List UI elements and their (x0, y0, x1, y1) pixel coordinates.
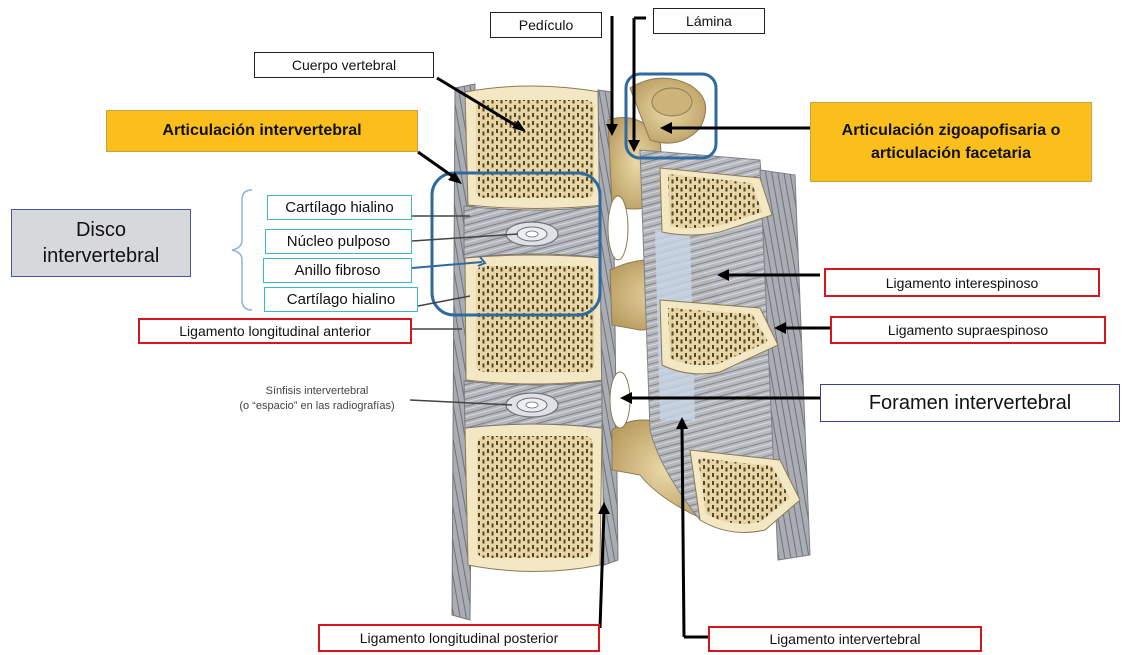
label-sinfisis-line1: Sínfisis intervertebral (222, 384, 412, 399)
label-sinfisis-line2: (o “espacio” en las radiografías) (222, 399, 412, 414)
label-foramen-text: Foramen intervertebral (869, 392, 1071, 415)
vertebral-bodies (465, 86, 604, 572)
label-nucleo-pulposo: Núcleo pulposo (265, 229, 412, 254)
label-disco-intervertebral: Disco intervertebral (11, 209, 191, 277)
label-disco-line2: intervertebral (43, 243, 160, 269)
label-sinfisis-intervertebral: Sínfisis intervertebral (o “espacio” en … (222, 384, 412, 414)
label-lamina-text: Lámina (686, 13, 732, 29)
callout-zigoapofisaria-line1: Articulación zigoapofisaria o (842, 119, 1061, 142)
callout-zigoapofisaria-line2: articulación facetaria (871, 142, 1031, 165)
label-ligamento-supraespinoso: Ligamento supraespinoso (830, 316, 1106, 344)
label-cartilago-hialino-superior: Cartílago hialino (267, 195, 412, 220)
disco-bracket (232, 190, 252, 310)
callout-articulacion-intervertebral: Articulación intervertebral (106, 110, 418, 152)
label-interespinoso-text: Ligamento interespinoso (886, 275, 1039, 291)
label-pediculo-text: Pedículo (519, 17, 573, 33)
label-ligamento-intervertebral: Ligamento intervertebral (708, 626, 982, 652)
label-ligamento-longitudinal-posterior: Ligamento longitudinal posterior (318, 624, 600, 652)
label-pediculo: Pedículo (490, 12, 602, 38)
label-nucleo-pulposo-text: Núcleo pulposo (287, 233, 390, 250)
label-ligamento-intervertebral-text: Ligamento intervertebral (770, 631, 921, 647)
label-llp-text: Ligamento longitudinal posterior (360, 630, 558, 646)
label-lla-text: Ligamento longitudinal anterior (179, 323, 370, 339)
callout-articulacion-zigoapofisaria: Articulación zigoapofisaria o articulaci… (810, 102, 1092, 182)
label-supraespinoso-text: Ligamento supraespinoso (888, 322, 1048, 338)
label-cuerpo-vertebral-text: Cuerpo vertebral (292, 57, 396, 73)
label-lamina: Lámina (653, 8, 765, 34)
label-ligamento-longitudinal-anterior: Ligamento longitudinal anterior (138, 318, 412, 344)
label-cartilago-hialino-inferior: Cartílago hialino (264, 287, 418, 312)
label-anillo-fibroso-text: Anillo fibroso (295, 262, 381, 279)
callout-articulacion-intervertebral-text: Articulación intervertebral (162, 119, 361, 142)
label-cuerpo-vertebral: Cuerpo vertebral (254, 52, 434, 78)
label-disco-line1: Disco (76, 217, 126, 243)
label-foramen-intervertebral: Foramen intervertebral (820, 384, 1120, 422)
label-cartilago-superior-text: Cartílago hialino (285, 199, 393, 216)
label-ligamento-interespinoso: Ligamento interespinoso (824, 268, 1100, 297)
label-anillo-fibroso: Anillo fibroso (263, 258, 412, 283)
label-cartilago-inferior-text: Cartílago hialino (287, 291, 395, 308)
